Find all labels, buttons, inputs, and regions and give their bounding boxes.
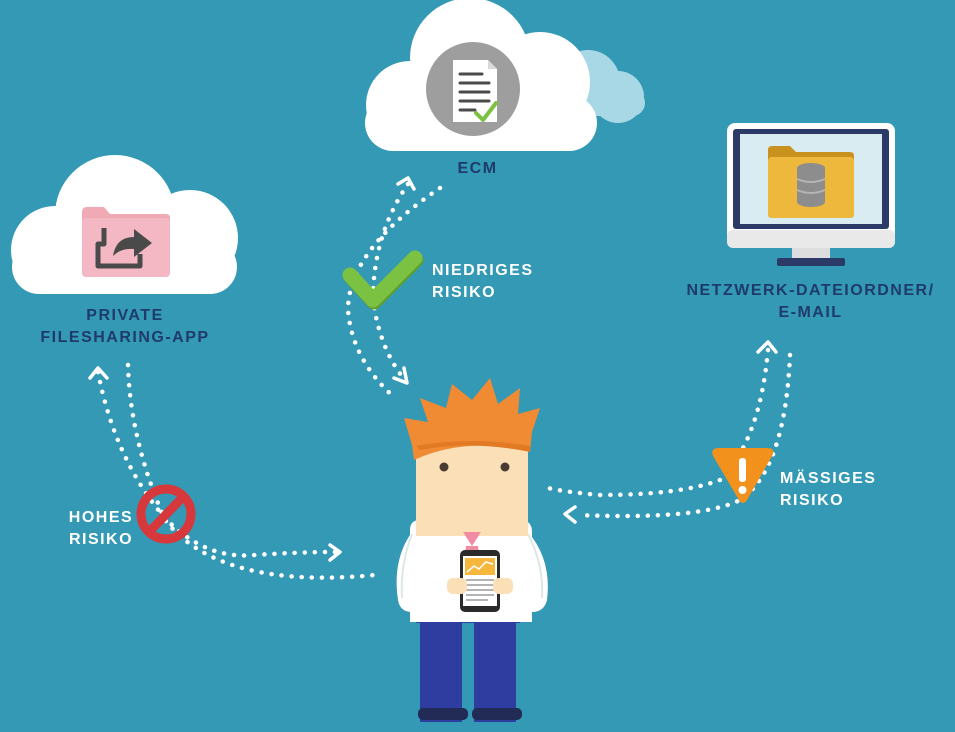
medium-risk-line2: RISIKO [780,492,845,509]
monitor-stand [777,258,845,266]
connector-network-down [575,352,793,519]
network-folder-label: NETZWERK-DATEIORDNER/ E-MAIL [668,280,953,324]
monitor [727,123,895,266]
left-hand [447,578,467,594]
low-risk-line1: NIEDRIGES [432,262,534,279]
private-label-line1: PRIVATE [86,307,164,324]
checkmark-icon [342,250,424,310]
left-leg [420,610,462,722]
medium-risk-label: MÄSSIGES RISIKO [780,468,876,512]
connector-private-down [125,362,378,580]
hair [404,378,540,460]
network-label-line1: NETZWERK-DATEIORDNER/ [686,282,935,299]
ecm-label: ECM [457,160,498,177]
person-figure [396,378,548,722]
connector-network-up [545,347,771,498]
medium-risk-line1: MÄSSIGES [780,470,877,487]
monitor-neck [792,248,830,260]
warning-icon [712,448,774,503]
low-risk-label: NIEDRIGES RISIKO [432,260,534,304]
prohibited-icon [136,484,196,544]
right-leg [474,610,516,722]
arrowheads [88,176,778,562]
low-risk-line2: RISIKO [432,284,497,301]
left-eye [439,462,449,472]
network-label-line2: E-MAIL [778,304,843,321]
arrow-network-up-icon [756,340,778,354]
head [416,440,528,536]
left-arm [396,532,450,612]
high-risk-label: HOHES RISIKO [58,507,144,551]
arrow-ecm-up-icon [396,176,416,191]
database-folder-icon [768,146,854,218]
ecm-cloud [365,0,645,151]
shared-folder-icon [82,207,170,277]
right-hand [493,578,513,594]
right-eye [500,462,510,472]
document-check-icon [453,60,498,122]
connector-private-up [95,369,338,558]
private-cloud [11,155,238,294]
private-label-line2: FILESHARING-APP [40,329,210,346]
high-risk-line1: HOHES [68,509,134,526]
tie-knot [463,532,481,546]
private-filesharing-label: PRIVATE FILESHARING-APP [20,305,230,349]
arrow-private-up-icon [88,366,109,380]
arrow-network-left-icon [563,505,577,524]
smartphone-icon [460,550,500,612]
arrow-private-right-icon [328,543,342,562]
arrow-ecm-down-icon [392,366,409,385]
high-risk-line2: RISIKO [68,531,134,548]
